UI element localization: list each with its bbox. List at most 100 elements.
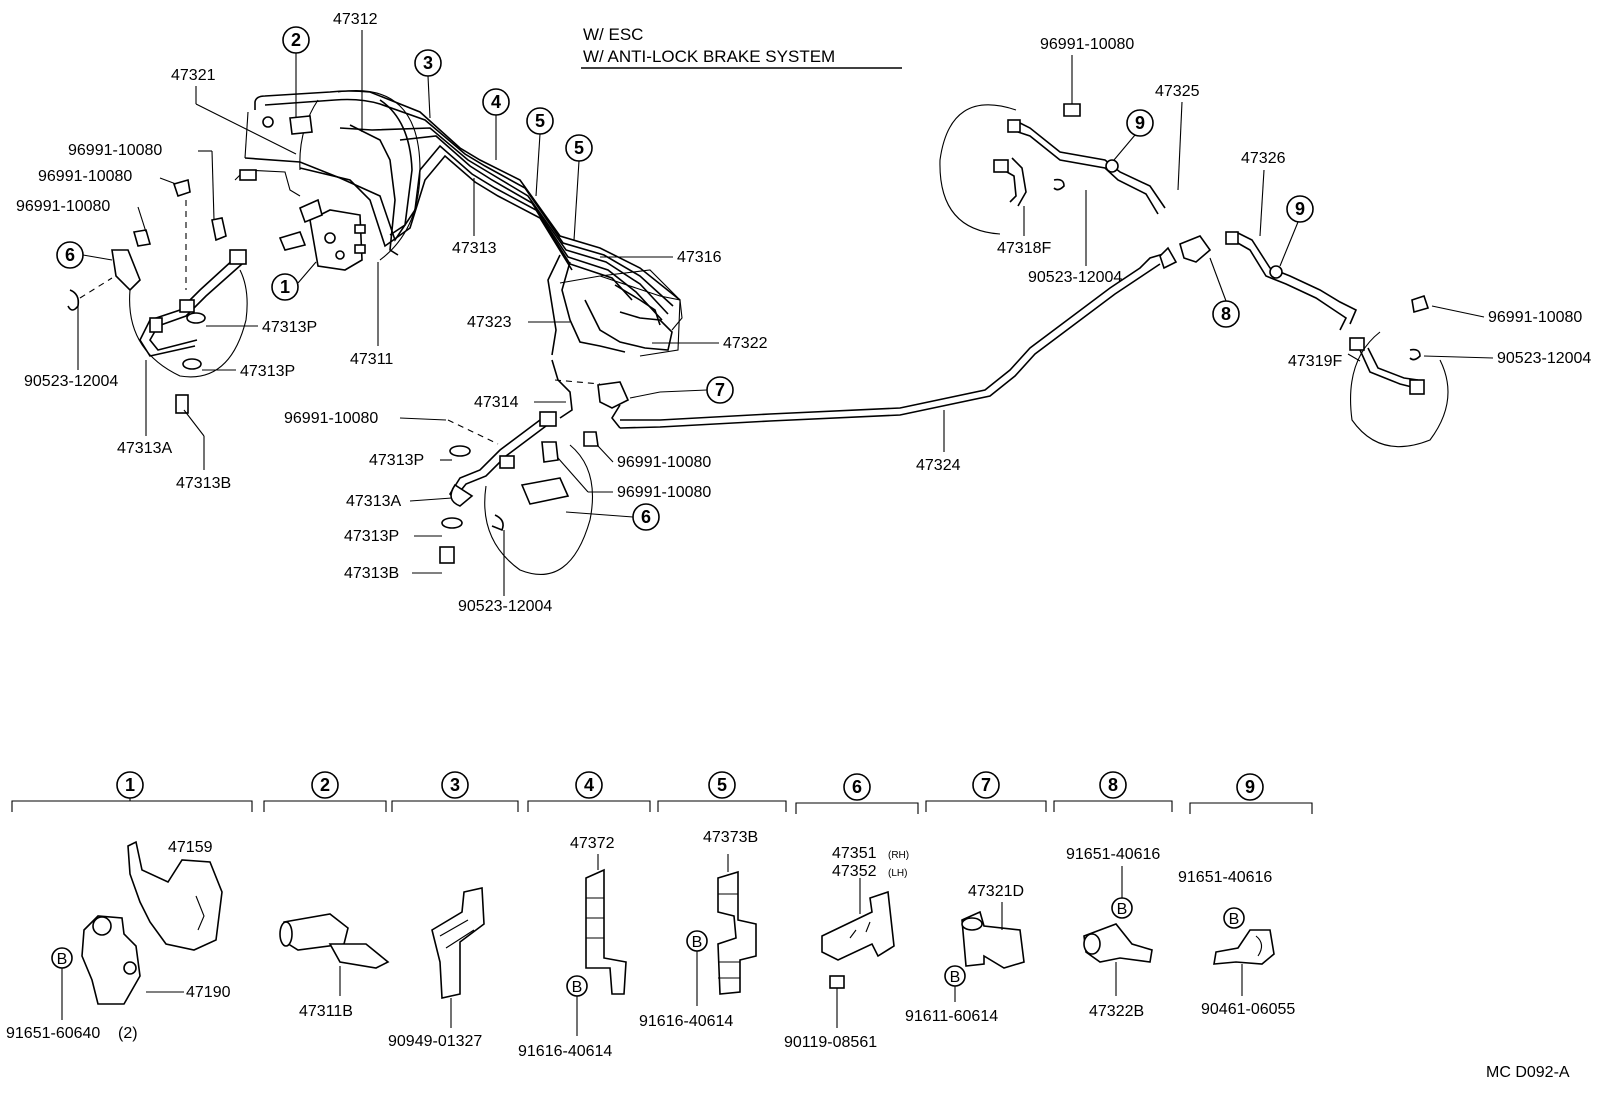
label-47322: 47322 (723, 335, 768, 352)
label-90523-d: 90523-12004 (1497, 350, 1591, 367)
label-47324: 47324 (916, 457, 961, 474)
bracket-47351-47352 (821, 890, 895, 961)
detail-lh: (LH) (888, 868, 907, 879)
label-47313P-c: 47313P (369, 452, 424, 469)
detail-47373B: 47373B (703, 829, 758, 846)
front-left-bracket (67, 178, 227, 311)
header-line2: W/ ANTI-LOCK BRAKE SYSTEM (583, 47, 835, 66)
detail-91616-40614-b: 91616-40614 (639, 1013, 733, 1030)
label-47314: 47314 (474, 394, 519, 411)
clip-47372 (585, 868, 627, 995)
main-callouts: 2 3 4 5 5 6 1 7 6 9 8 9 (56, 26, 1314, 531)
label-47313P-a: 47313P (262, 319, 317, 336)
b-mark: B (692, 934, 703, 951)
label-47313B-b: 47313B (344, 565, 399, 582)
callout-label: 6 (65, 245, 75, 265)
detail-91616-40614-a: 91616-40614 (518, 1043, 612, 1060)
label-47313P-b: 47313P (240, 363, 295, 380)
detail-47159: 47159 (168, 839, 213, 856)
detail-91611-60614: 91611-60614 (905, 1008, 998, 1025)
label-47312: 47312 (333, 11, 378, 28)
detail-90119-08561: 90119-08561 (784, 1034, 877, 1051)
b-mark: B (57, 951, 68, 968)
detail-47352: 47352 (832, 863, 877, 880)
label-96991-e: 96991-10080 (617, 454, 711, 471)
callout-label: 1 (280, 277, 290, 297)
label-96991-g: 96991-10080 (1040, 36, 1134, 53)
label-47311: 47311 (350, 351, 393, 368)
callout-label: 7 (715, 380, 725, 400)
detail-90949-01327: 90949-01327 (388, 1033, 482, 1050)
booster-outline (337, 90, 421, 261)
label-96991-a: 96991-10080 (68, 142, 162, 159)
detail-group-1: 1 47159 47190 B 91651-60640 (2) (6, 771, 253, 1042)
detail-47351: 47351 (832, 845, 877, 862)
detail-group-6: 6 47351 (RH) 47352 (LH) 90119-08561 (784, 773, 919, 1051)
detail-47321D: 47321D (968, 883, 1024, 900)
callout-label: 5 (535, 111, 545, 131)
header-line1: W/ ESC (583, 25, 643, 44)
detail-group-9: 9 91651-40616 B 90461-06055 (1178, 773, 1313, 1018)
diagram-code: MC D092-A (1486, 1064, 1570, 1081)
detail-panel: 1 47159 47190 B 91651-60640 (2) 2 (6, 771, 1313, 1060)
b-mark: B (1117, 901, 1128, 918)
detail-group-2: 2 47311B (263, 771, 390, 1020)
label-96991-c: 96991-10080 (16, 198, 110, 215)
detail-callout: 8 (1108, 775, 1118, 795)
main-part-labels: 47312 47321 96991-10080 96991-10080 9699… (16, 11, 1591, 615)
detail-group-8: 8 91651-40616 B 47322B (1053, 771, 1173, 1020)
clip-47322B (1083, 923, 1153, 963)
detail-callout: 7 (981, 775, 991, 795)
label-47319F: 47319F (1288, 353, 1342, 370)
rear-brake-lines (939, 103, 1449, 448)
callout-label: 6 (641, 507, 651, 527)
detail-group-5: 5 47373B B 91616-40614 (639, 771, 787, 1030)
callout-label: 9 (1135, 113, 1145, 133)
valve-block (239, 115, 366, 271)
booster-outline-left (299, 99, 319, 171)
detail-91651-40616-b: 91651-40616 (1178, 869, 1272, 886)
label-47318F: 47318F (997, 240, 1051, 257)
b-mark: B (572, 979, 583, 996)
callout-label: 8 (1221, 304, 1231, 324)
detail-callout: 9 (1245, 777, 1255, 797)
clip-90949 (431, 887, 485, 999)
detail-91651-40616-a: 91651-40616 (1066, 846, 1160, 863)
detail-callout: 2 (320, 775, 330, 795)
callout-label: 3 (423, 53, 433, 73)
detail-47372: 47372 (570, 835, 615, 852)
detail-callout: 3 (450, 775, 460, 795)
clip-area (559, 269, 681, 357)
callout-label: 9 (1295, 199, 1305, 219)
label-90523-b: 90523-12004 (458, 598, 552, 615)
detail-47322B: 47322B (1089, 1003, 1144, 1020)
detail-group-7: 7 47321D B 91611-60614 (905, 771, 1047, 1025)
clip-47373B (717, 870, 757, 995)
label-47313B-a: 47313B (176, 475, 231, 492)
label-96991-b: 96991-10080 (38, 168, 132, 185)
label-96991-d: 96991-10080 (284, 410, 378, 427)
front-left-hose (129, 249, 248, 414)
b-mark: B (950, 969, 961, 986)
valve-47190 (81, 915, 141, 1005)
label-47323: 47323 (467, 314, 512, 331)
label-90523-a: 90523-12004 (24, 373, 118, 390)
label-96991-f: 96991-10080 (617, 484, 711, 501)
label-90523-c: 90523-12004 (1028, 269, 1122, 286)
callout-label: 4 (491, 92, 501, 112)
label-47325: 47325 (1155, 83, 1200, 100)
detail-91651-60640: 91651-60640 (6, 1025, 100, 1042)
callout-label: 2 (291, 30, 301, 50)
detail-group-4: 4 47372 B 91616-40614 (518, 771, 651, 1060)
label-47313A-b: 47313A (346, 493, 401, 510)
detail-callout: 4 (584, 775, 594, 795)
detail-callout: 6 (852, 777, 862, 797)
label-47313A-a: 47313A (117, 440, 172, 457)
label-47326: 47326 (1241, 150, 1286, 167)
detail-47190: 47190 (186, 984, 231, 1001)
bracket-47159 (127, 840, 223, 951)
front-brake-lines (234, 90, 1171, 429)
label-47321: 47321 (171, 67, 216, 84)
detail-rh: (RH) (888, 850, 909, 861)
